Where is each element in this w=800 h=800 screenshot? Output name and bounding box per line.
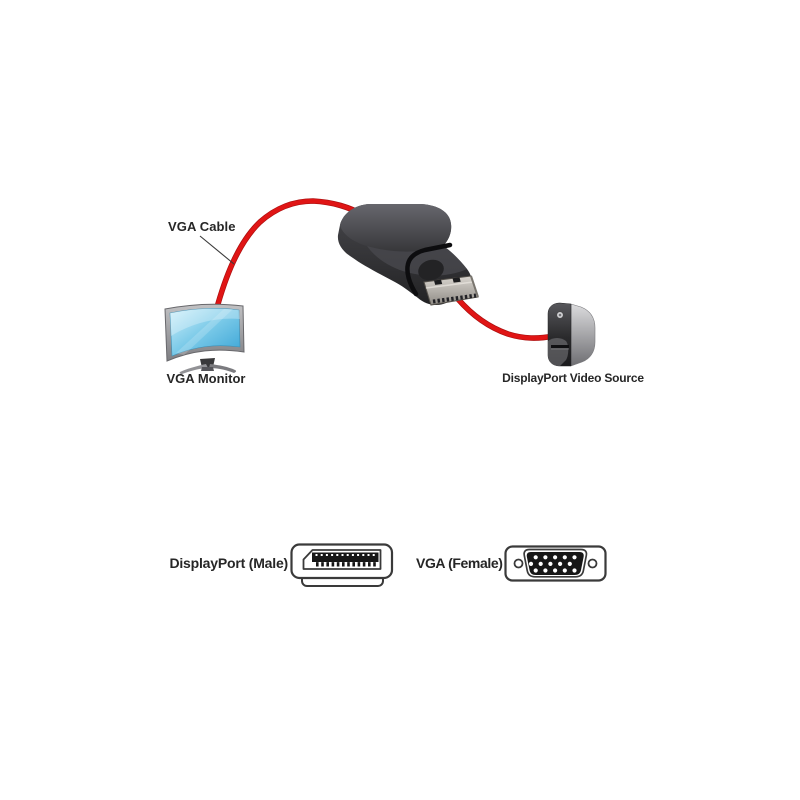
- displayport-connector-icon: [290, 543, 394, 587]
- vga-cable-label: VGA Cable: [168, 219, 236, 234]
- vga-monitor-icon: [164, 303, 245, 374]
- video-source-tower-icon: [547, 302, 596, 367]
- displayport-male-label: DisplayPort (Male): [169, 555, 288, 571]
- dp-vga-adapter-icon: [337, 204, 479, 306]
- dp-video-source-label: DisplayPort Video Source: [502, 371, 644, 385]
- leader-line-icon: [199, 235, 235, 265]
- vga-connector-icon: [504, 545, 607, 582]
- vga-cable-icon: [213, 198, 557, 341]
- vga-monitor-label: VGA Monitor: [166, 371, 246, 386]
- vga-female-label: VGA (Female): [416, 555, 503, 571]
